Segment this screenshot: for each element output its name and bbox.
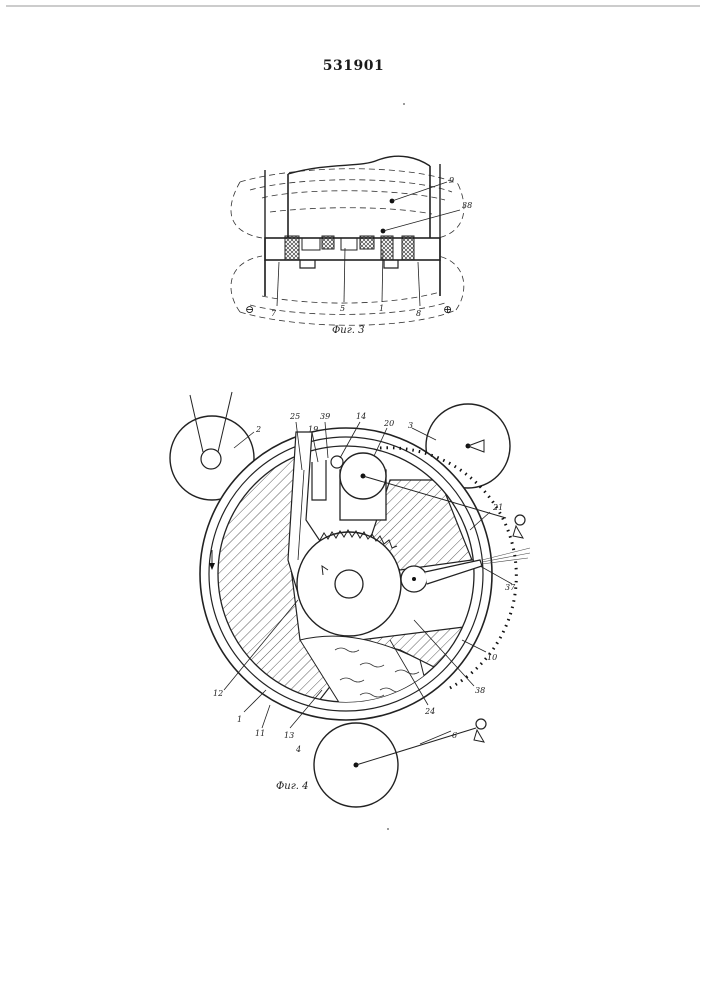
fig4-label-2: 2 bbox=[255, 425, 261, 434]
field-lines bbox=[231, 169, 464, 326]
fig4-label-12: 12 bbox=[213, 689, 223, 698]
fig3-label-38: 38 bbox=[462, 201, 472, 210]
fig4-label-39: 39 bbox=[320, 412, 330, 421]
fig4-caption: Фиг. 4 bbox=[276, 781, 309, 792]
fig3-label-7: 7 bbox=[271, 309, 277, 318]
fig4-label-13: 13 bbox=[284, 731, 294, 740]
fig4-label-3: 3 bbox=[408, 421, 413, 430]
plus-terminal: ⊕ bbox=[443, 303, 452, 316]
fig4-label-19: 19 bbox=[308, 425, 318, 434]
minus-terminal: ⊖ bbox=[245, 303, 254, 316]
fig4-label-20: 20 bbox=[383, 419, 394, 428]
fig4-label-21: 21 bbox=[492, 503, 503, 512]
fig4-label-11: 11 bbox=[255, 729, 265, 738]
fig4-label-25: 25 bbox=[289, 412, 300, 421]
fig4-label-24: 24 bbox=[424, 707, 435, 716]
roller-14 bbox=[331, 456, 343, 468]
gear-drum bbox=[297, 532, 401, 636]
fig4-label-38: 38 bbox=[475, 686, 485, 695]
figure-3: 9 38 7 5 1 8 ⊖ ⊕ Фиг. 3 bbox=[231, 156, 472, 336]
fig4-label-6: 6 bbox=[452, 731, 457, 740]
fig4-label-37: 37 bbox=[505, 583, 516, 592]
fig4-label-4: 4 bbox=[295, 745, 301, 754]
fig4-label-1: 1 bbox=[237, 715, 242, 724]
figure-4: 25 39 14 20 19 2 3 21 37 10 38 24 12 1 1… bbox=[170, 392, 530, 807]
fig4-label-14: 14 bbox=[356, 412, 366, 421]
fig3-label-1: 1 bbox=[379, 304, 384, 313]
fig3-label-9: 9 bbox=[449, 176, 454, 185]
insulator-blocks bbox=[285, 236, 414, 260]
fig3-caption: Фиг. 3 bbox=[332, 325, 365, 336]
fig3-label-5: 5 bbox=[340, 304, 345, 313]
fig4-label-10: 10 bbox=[487, 653, 497, 662]
fig3-label-8: 8 bbox=[416, 309, 421, 318]
